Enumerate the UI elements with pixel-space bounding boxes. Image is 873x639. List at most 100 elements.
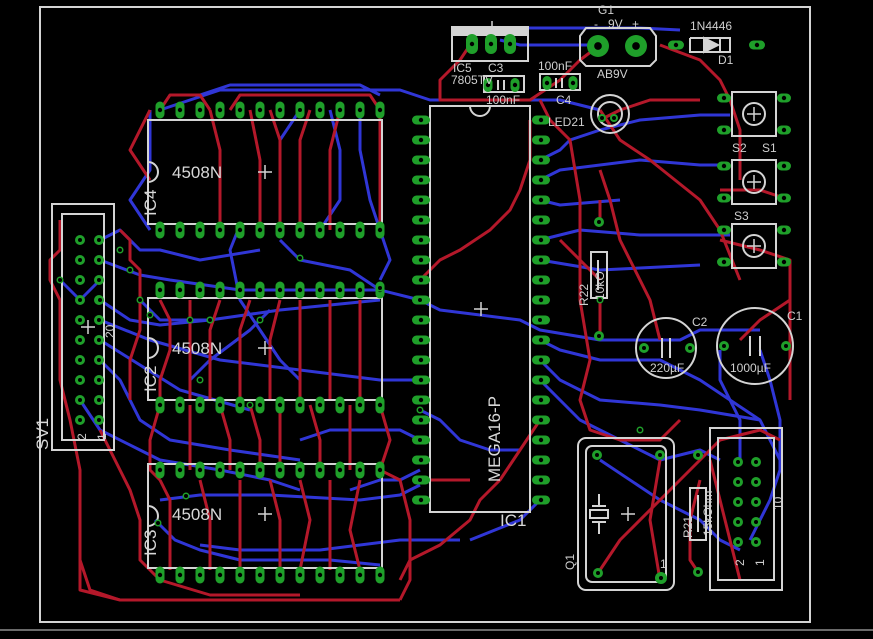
label-ab9v: AB9V: [597, 67, 628, 81]
dip-pad-hole: [257, 287, 263, 293]
dip-pad-hole: [157, 467, 163, 473]
dip-pad-hole: [337, 467, 343, 473]
s3-outline: [731, 223, 777, 269]
dip-pad-hole: [297, 572, 303, 578]
dip-pad-hole: [197, 572, 203, 578]
s2-button: [742, 170, 766, 194]
c3-pad-hole: [512, 82, 518, 88]
d1-pad-hole: [673, 42, 679, 48]
d1-outline: [689, 37, 731, 53]
via-hole: [638, 428, 642, 432]
dip-pad-hole: [217, 572, 223, 578]
dip-pad-hole: [337, 107, 343, 113]
label-ic2-part: 4508N: [172, 339, 222, 358]
right-header-pad-hole: [736, 500, 740, 504]
ic1-pad-hole: [418, 277, 424, 283]
sv1-pad-hole: [78, 278, 82, 282]
ic1-pad-hole: [538, 457, 544, 463]
c2-pad-hole: [688, 346, 692, 350]
led-inner: [597, 101, 623, 127]
ic1-pad-hole: [538, 397, 544, 403]
label-sv1-pin20: 20: [103, 324, 117, 338]
ic1-outline: [429, 105, 531, 513]
led-pad-hole: [600, 116, 604, 120]
sv1-pad-hole: [78, 338, 82, 342]
sv1-pad-hole: [78, 258, 82, 262]
dip-pad-hole: [277, 107, 283, 113]
c1-outline: [716, 307, 794, 385]
dip-pad-hole: [337, 287, 343, 293]
dip-pad-hole: [317, 107, 323, 113]
ic1-pad-hole: [538, 437, 544, 443]
g1-pad-hole: [594, 42, 602, 50]
dip-pad-hole: [197, 287, 203, 293]
label-r21: R21: [681, 516, 695, 538]
ic1-pad-hole: [538, 117, 544, 123]
sv1-pad-hole: [78, 418, 82, 422]
via-hole: [156, 521, 160, 525]
label-sv1-pin1: 1: [95, 433, 109, 440]
s1-pad-hole: [781, 95, 787, 101]
ic1-pad-hole: [418, 377, 424, 383]
dip-pad-hole: [237, 467, 243, 473]
label-g1-voltage: 9V: [608, 17, 623, 31]
via-hole: [148, 313, 152, 317]
label-led: LED21: [548, 115, 585, 129]
component-symbols: [497, 36, 761, 534]
ic1-pad-hole: [418, 357, 424, 363]
dip-pad-hole: [177, 287, 183, 293]
right-header-pad-hole: [736, 460, 740, 464]
via-hole: [198, 378, 202, 382]
label-d1: D1: [718, 53, 734, 67]
ic1-pad-hole: [418, 317, 424, 323]
ic4-outline: [147, 119, 383, 225]
sv1-inner: [61, 213, 105, 441]
s3-pad-hole: [781, 259, 787, 265]
right-header-pad-hole: [736, 480, 740, 484]
dip-pad-hole: [157, 402, 163, 408]
dip-pad-hole: [357, 572, 363, 578]
dip-pad-hole: [237, 287, 243, 293]
component-pads: [56, 34, 791, 584]
ic1-notch: [469, 105, 491, 117]
label-r21-value: 15kOhm: [701, 491, 715, 536]
dip-pad-hole: [217, 227, 223, 233]
sv1-pad-hole: [97, 338, 101, 342]
ic1-pad-hole: [418, 337, 424, 343]
ic1-pad-hole: [418, 217, 424, 223]
label-c2-value: 220µF: [650, 361, 684, 375]
sv1-pad-hole: [78, 298, 82, 302]
via-hole: [418, 408, 422, 412]
label-diode-part: 1N4446: [690, 19, 732, 33]
label-q1: Q1: [563, 554, 577, 570]
ic3-notch: [147, 505, 159, 527]
s1-button: [742, 102, 766, 126]
origin-markers: [81, 21, 761, 521]
label-sv1: SV1: [33, 418, 52, 450]
label-s3: S3: [734, 209, 749, 223]
s3-pad-hole: [721, 227, 727, 233]
ic1-pad-hole: [538, 377, 544, 383]
ic1-pad-hole: [418, 497, 424, 503]
ic1-pad-hole: [538, 177, 544, 183]
ic1-pad-hole: [538, 357, 544, 363]
g1-outline: [579, 27, 657, 67]
r22-pad-hole: [597, 334, 601, 338]
dip-pad-hole: [177, 402, 183, 408]
label-ic4: IC4: [141, 190, 160, 216]
via-hole: [418, 478, 422, 482]
silkscreen-labels: G1 9V - + AB9V 1N4446 D1 IC5 7805TV C3 1…: [33, 3, 803, 571]
dip-pad-hole: [317, 572, 323, 578]
c4-pad-hole: [570, 80, 576, 86]
ic1-pad-hole: [418, 157, 424, 163]
ic2-notch: [147, 337, 159, 359]
via-hole: [598, 298, 602, 302]
dip-pad-hole: [377, 402, 383, 408]
label-g1-plus: +: [632, 17, 639, 31]
s3-pad-hole: [781, 227, 787, 233]
label-ic3: IC3: [141, 530, 160, 556]
dip-pad-hole: [337, 227, 343, 233]
dip-pad-hole: [297, 467, 303, 473]
r21-pad-hole: [696, 453, 700, 457]
s2-outline: [731, 159, 777, 205]
